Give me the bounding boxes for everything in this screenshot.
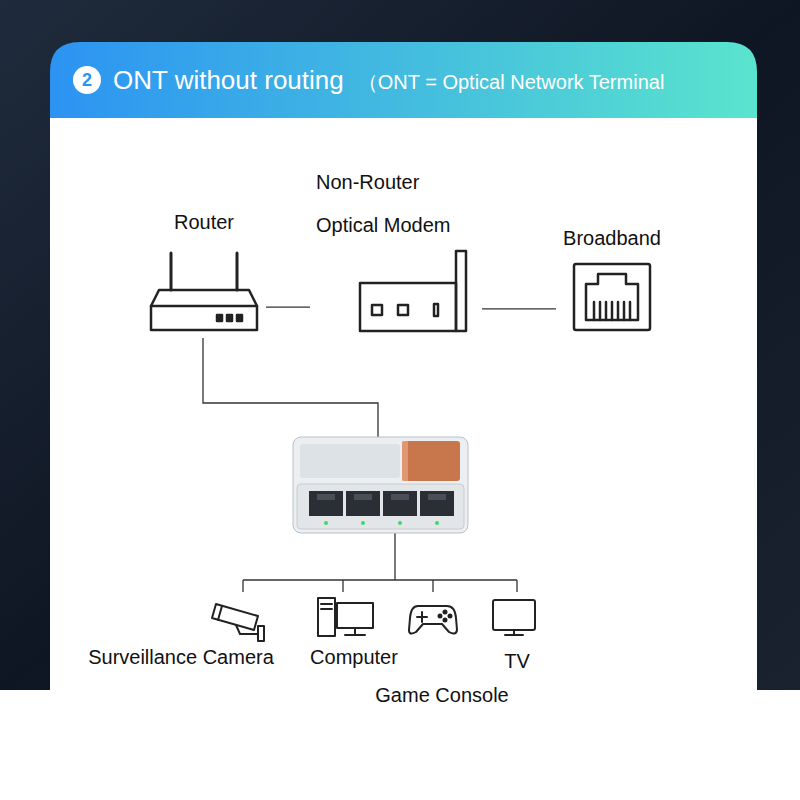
- node-label: Computer: [309, 645, 399, 669]
- node-label: Broadband: [562, 226, 662, 250]
- game-console-icon: [444, 619, 447, 622]
- router-node: Router: [144, 206, 264, 338]
- switch-illustration: [428, 494, 446, 500]
- network-wire: [203, 338, 378, 437]
- tv-icon: [493, 600, 535, 630]
- node-label: Game Console: [374, 683, 510, 707]
- router-icon-part: [217, 315, 222, 321]
- jack-icon: [572, 262, 652, 332]
- modem-icon-part: [398, 305, 408, 315]
- modem-icon: [356, 247, 474, 333]
- network-wire: [342, 580, 343, 592]
- switch-illustration: [354, 494, 372, 500]
- router-icon-part: [171, 253, 237, 290]
- computer-icon: [345, 628, 365, 635]
- switch-illustration: [383, 491, 417, 516]
- camera-icon: [218, 606, 222, 620]
- switch-illustration: [309, 491, 343, 516]
- connector-line: [482, 308, 556, 309]
- computer-icon: [321, 604, 332, 609]
- step-badge: 2: [73, 66, 101, 94]
- switch-illustration: [317, 494, 335, 500]
- switch-illustration: [361, 521, 365, 525]
- switch-illustration: [398, 521, 402, 525]
- node-label: Router: [148, 210, 260, 234]
- camera-icon: [258, 626, 264, 641]
- router-icon-part: [151, 290, 257, 330]
- device-label: TV: [499, 645, 535, 677]
- modem-icon-part: [372, 305, 382, 315]
- game-console-icon: [439, 615, 442, 618]
- router-icon: [149, 250, 259, 334]
- switch-illustration: [293, 437, 468, 533]
- router-icon-part: [227, 315, 232, 321]
- device-label: Game Console: [370, 679, 514, 711]
- node-label: Non-Router Optical Modem: [316, 161, 466, 247]
- switch-illustration: [324, 521, 328, 525]
- camera-icon: [236, 625, 258, 634]
- switch-illustration: [300, 444, 400, 478]
- card-body: [50, 118, 757, 692]
- jack-icon-part: [574, 264, 650, 330]
- header-title: ONT without routing: [113, 65, 344, 95]
- game-console-icon: [417, 612, 427, 622]
- switch-illustration: [435, 521, 439, 525]
- game-console-icon: [409, 606, 457, 634]
- network-wire: [516, 580, 517, 592]
- computer-icon: [318, 598, 335, 636]
- computer-icon: [337, 603, 373, 628]
- jack-icon-part: [594, 302, 630, 320]
- switch-illustration: [402, 441, 408, 481]
- router-icon-part: [151, 305, 257, 308]
- network-wire: [203, 338, 517, 592]
- game-console-icon: [449, 615, 452, 618]
- computer-icon: [318, 598, 373, 636]
- modem-icon-part: [456, 251, 466, 331]
- modem-icon-part: [434, 304, 438, 316]
- switch-illustration: [402, 441, 460, 481]
- broadband-node: Broadband: [558, 222, 666, 336]
- switch-illustration: [391, 494, 409, 500]
- modem-node: Non-Router Optical Modem: [312, 157, 480, 337]
- network-wire: [432, 580, 433, 592]
- device-label: Computer: [305, 641, 403, 673]
- network-wire: [394, 533, 395, 580]
- node-label: TV: [503, 649, 531, 673]
- tv-icon: [493, 600, 535, 635]
- jack-icon-part: [586, 274, 638, 320]
- game-console-icon: [444, 611, 447, 614]
- switch-illustration: [420, 491, 454, 516]
- switch-illustration: [346, 491, 380, 516]
- camera-icon: [212, 604, 264, 641]
- tv-icon: [505, 630, 523, 635]
- switch-illustration: [293, 437, 468, 533]
- node-label: Surveillance Camera: [87, 645, 275, 669]
- network-wire: [242, 580, 243, 592]
- switch-illustration: [297, 484, 464, 529]
- connector-line: [266, 306, 310, 307]
- header-note: （ONT = Optical Network Terminal: [358, 67, 665, 97]
- white-ground: [0, 690, 800, 800]
- router-icon-part: [237, 315, 242, 321]
- header-bar: [50, 42, 757, 120]
- device-label: Surveillance Camera: [83, 641, 279, 673]
- camera-icon: [212, 604, 258, 630]
- network-wire: [243, 579, 517, 580]
- game-console-icon: [409, 606, 457, 634]
- modem-icon-part: [360, 283, 456, 331]
